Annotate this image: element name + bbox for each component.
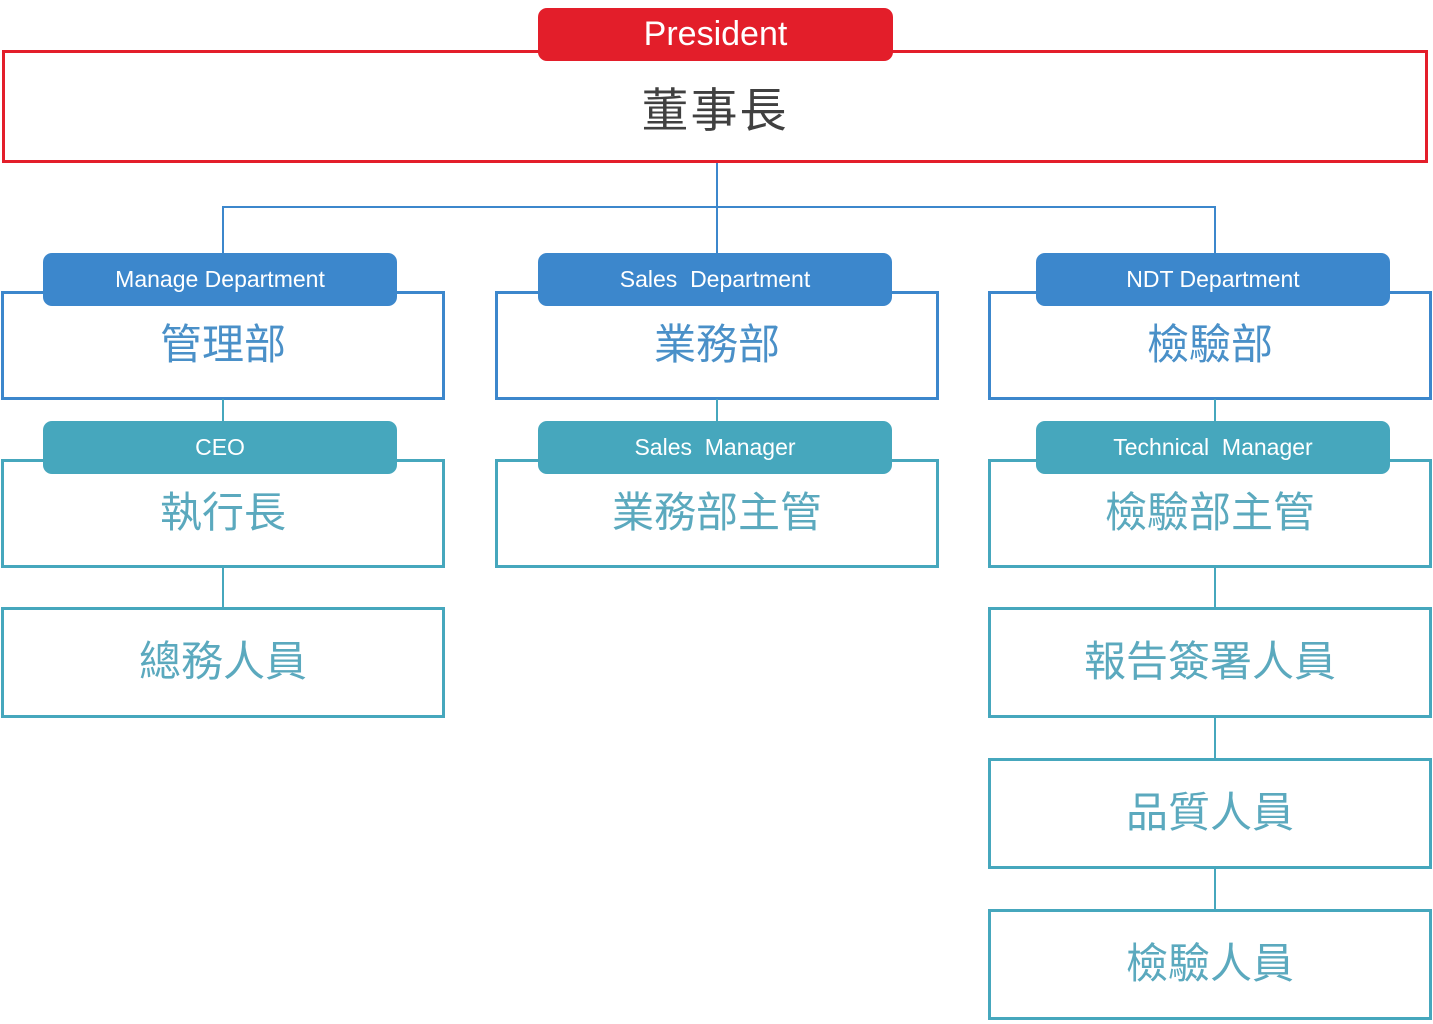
node-inspection-staff[interactable]: 檢驗人員: [988, 909, 1432, 1020]
node-report-signatory-staff[interactable]: 報告簽署人員: [988, 607, 1432, 718]
technical-manager-cn: 檢驗部主管: [1104, 489, 1315, 537]
node-ceo[interactable]: 執行長: [1, 459, 445, 568]
sales-manager-cn: 業務部主管: [611, 489, 822, 537]
node-sales-manager[interactable]: 業務部主管: [495, 459, 939, 568]
node-quality-staff[interactable]: 品質人員: [988, 758, 1432, 869]
connector-report-to-quality: [1214, 717, 1216, 759]
quality-staff-cn: 品質人員: [1125, 789, 1294, 837]
connector-technical-manager-to-report: [1214, 567, 1216, 608]
node-sales-department[interactable]: 業務部: [495, 291, 939, 400]
sales-manager-en-tag[interactable]: Sales Manager: [538, 421, 892, 474]
ndt-department-en-tag[interactable]: NDT Department: [1036, 253, 1390, 306]
connector-drop-ndt: [1214, 206, 1216, 254]
node-technical-manager[interactable]: 檢驗部主管: [988, 459, 1432, 568]
connector-president-stem: [716, 163, 718, 208]
manage-department-en-tag[interactable]: Manage Department: [43, 253, 397, 306]
node-ndt-department[interactable]: 檢驗部: [988, 291, 1432, 400]
ceo-cn: 執行長: [159, 489, 286, 537]
technical-manager-en-tag[interactable]: Technical Manager: [1036, 421, 1390, 474]
connector-drop-sales: [716, 206, 718, 254]
connector-level1-bus: [222, 206, 1216, 208]
connector-ceo-to-general-affairs: [222, 567, 224, 608]
president-title-cn: 董事長: [641, 84, 789, 137]
manage-department-cn: 管理部: [159, 321, 286, 369]
ndt-department-cn: 檢驗部: [1146, 321, 1273, 369]
node-general-affairs-staff[interactable]: 總務人員: [1, 607, 445, 718]
ceo-en-tag[interactable]: CEO: [43, 421, 397, 474]
node-manage-department[interactable]: 管理部: [1, 291, 445, 400]
report-signatory-staff-cn: 報告簽署人員: [1083, 638, 1336, 686]
connector-quality-to-inspection: [1214, 868, 1216, 910]
president-title-en-tag[interactable]: President: [538, 8, 893, 61]
sales-department-en-tag[interactable]: Sales Department: [538, 253, 892, 306]
sales-department-cn: 業務部: [653, 321, 780, 369]
connector-drop-manage: [222, 206, 224, 254]
inspection-staff-cn: 檢驗人員: [1125, 940, 1294, 988]
general-affairs-staff-cn: 總務人員: [138, 638, 307, 686]
node-president[interactable]: 董事長: [2, 50, 1428, 163]
